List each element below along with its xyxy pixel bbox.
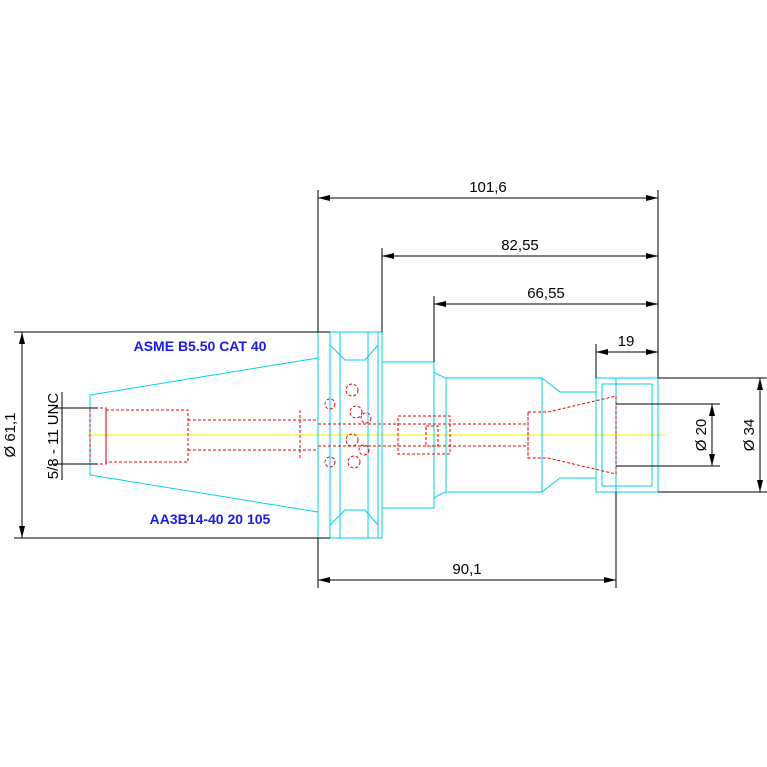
dim-nut-length: 19: [618, 333, 635, 350]
dim-bore-diameter: Ø 20: [693, 419, 710, 452]
dim-overall-length: 101,6: [469, 179, 507, 196]
dim-thread: 5/8 - 11 UNC: [45, 393, 62, 480]
dim-length-2: 82,55: [501, 237, 539, 254]
dim-flange-diameter: Ø 61,1: [2, 412, 19, 457]
internal-hidden-lines: [89, 383, 617, 475]
tool-holder-outline: [89, 331, 659, 539]
standard-label: ASME B5.50 CAT 40: [134, 338, 267, 354]
part-number-label: AA3B14-40 20 105: [150, 511, 271, 527]
dim-length-3: 66,55: [527, 285, 565, 302]
dim-lower-length: 90,1: [452, 561, 481, 578]
dimension-lines: [14, 190, 767, 588]
dim-nut-diameter: Ø 34: [741, 419, 758, 452]
